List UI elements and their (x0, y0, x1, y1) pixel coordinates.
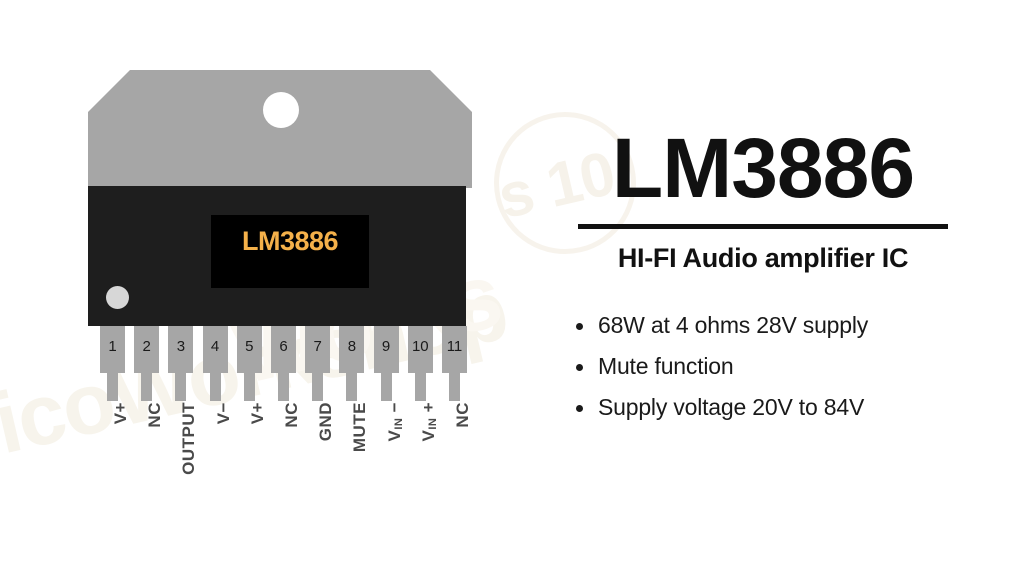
pin-label-subscript: IN (392, 417, 405, 430)
pin-label-main: V− (213, 402, 233, 425)
pin-lead (141, 373, 153, 401)
pin-number: 11 (446, 338, 463, 355)
pin-label-main: V (418, 429, 438, 442)
pin-number: 9 (381, 338, 391, 355)
info-panel: LM3886 HI-FI Audio amplifier IC 68W at 4… (548, 126, 978, 435)
pin-lead (175, 373, 187, 401)
pin-label-main: V+ (247, 402, 267, 425)
pin-label: MUTE (350, 402, 370, 453)
ic-marking-panel (211, 215, 369, 288)
pin-head: 4 (202, 326, 228, 373)
pin-number: 6 (279, 338, 288, 355)
pin-lead (278, 373, 289, 401)
pin-number: 8 (347, 338, 357, 355)
pin-label: OUTPUT (179, 402, 199, 475)
pin-head: 10 (407, 326, 433, 373)
pin-number: 10 (411, 338, 429, 355)
pin-head: 6 (271, 326, 296, 373)
feature-item: 68W at 4 ohms 28V supply (576, 312, 978, 339)
pin-lead (380, 373, 392, 401)
pin-label: VIN − (384, 402, 405, 442)
pin-head: 5 (236, 326, 262, 373)
pin-label: V+ (111, 402, 130, 425)
pin-head: 11 (442, 326, 467, 373)
pin-head: 1 (100, 326, 125, 373)
pin-number: 7 (313, 338, 322, 355)
pin-label-main: NC (282, 402, 301, 428)
page-subtitle: HI-FI Audio amplifier IC (617, 243, 909, 273)
pin-label: V+ (247, 402, 267, 425)
pin-lead (414, 373, 426, 401)
pin-number: 3 (176, 338, 186, 355)
pin-label-main: V (384, 429, 404, 442)
pin-head: 9 (373, 326, 399, 373)
pin-label-subscript: IN (426, 417, 439, 430)
pin-lead (312, 373, 324, 401)
pin-label-main: GND (316, 402, 336, 442)
pin-lead (107, 373, 118, 401)
pin-label-main: MUTE (350, 402, 370, 453)
pin-head: 8 (339, 326, 365, 373)
pin-label: VIN + (418, 402, 439, 442)
pin-label: V− (213, 402, 233, 425)
feature-item: Mute function (576, 353, 978, 380)
pin-label: NC (282, 402, 301, 428)
pin-label-sign: + (418, 402, 438, 418)
pin-label-main: NC (145, 402, 165, 428)
heatsink-tab (88, 70, 472, 188)
pin-label-sign: − (384, 402, 404, 418)
pin-lead (209, 373, 221, 401)
pin-number: 5 (245, 338, 254, 355)
pin-head: 7 (305, 326, 331, 373)
mounting-hole-icon (263, 92, 299, 128)
pin-number: 2 (142, 338, 151, 355)
pin-head: 3 (168, 326, 194, 373)
pin-label-main: NC (453, 402, 472, 428)
pin-lead (346, 373, 358, 401)
page-title: LM3886 (611, 121, 915, 215)
pin-1-indicator-dot-icon (106, 286, 129, 309)
pin-label: NC (453, 402, 472, 428)
pin-label: NC (145, 402, 165, 428)
pin-lead (243, 373, 255, 401)
ic-marking-text: LM3886 (241, 226, 339, 256)
pin-number: 1 (108, 338, 117, 355)
pin-lead (449, 373, 460, 401)
pin-label-main: V+ (111, 402, 130, 425)
pin-number: 4 (210, 338, 220, 355)
feature-item: Supply voltage 20V to 84V (576, 394, 978, 421)
title-divider (578, 224, 948, 229)
pin-label-main: OUTPUT (179, 402, 199, 475)
pin-head: 2 (134, 326, 160, 373)
pin-label: GND (316, 402, 336, 442)
